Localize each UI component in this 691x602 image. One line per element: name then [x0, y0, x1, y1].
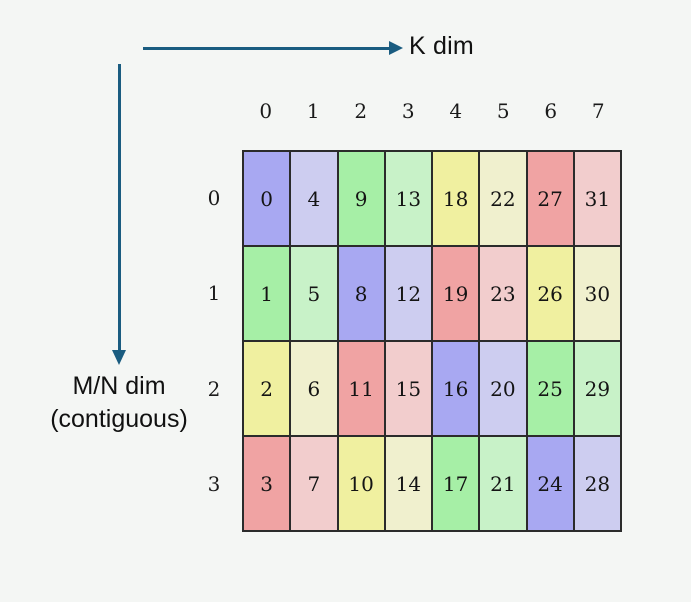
grid-cell: 1 — [244, 247, 292, 340]
column-header-1: 1 — [306, 99, 320, 123]
column-header-5: 5 — [496, 99, 510, 123]
row-header-column: 0 1 2 3 — [196, 150, 232, 532]
grid-cell: 20 — [480, 342, 528, 435]
mn-dim-axis-label-line1: M/N dim — [72, 372, 166, 400]
column-header-3: 3 — [401, 99, 415, 123]
grid-cell: 5 — [291, 247, 339, 340]
grid-cell: 27 — [527, 152, 575, 245]
mn-dim-arrow-head-icon — [112, 350, 126, 365]
grid-cell: 29 — [574, 342, 620, 435]
grid-cell: 6 — [291, 342, 339, 435]
grid-cell: 28 — [574, 437, 620, 530]
grid-cell: 11 — [338, 342, 386, 435]
column-header-4: 4 — [449, 99, 463, 123]
column-header-7: 7 — [591, 99, 605, 123]
grid-cell: 23 — [480, 247, 528, 340]
grid-cell: 26 — [527, 247, 575, 340]
grid-cell: 24 — [527, 437, 575, 530]
grid-cell: 8 — [338, 247, 386, 340]
k-dim-axis-label: K dim — [409, 32, 474, 60]
k-dim-arrow-line — [143, 47, 391, 50]
memory-layout-grid: 0 4 9 13 18 22 27 31 1 5 8 12 19 23 26 3… — [242, 150, 622, 532]
grid-cell: 0 — [244, 152, 292, 245]
grid-cell: 7 — [291, 437, 339, 530]
column-header-0: 0 — [259, 99, 273, 123]
grid-cell: 4 — [291, 152, 339, 245]
column-header-6: 6 — [544, 99, 558, 123]
grid-row: 3 7 10 14 17 21 24 28 — [244, 437, 620, 530]
grid-cell: 14 — [385, 437, 433, 530]
grid-cell: 30 — [574, 247, 620, 340]
row-header-2: 2 — [207, 376, 221, 401]
grid-cell: 13 — [385, 152, 433, 245]
grid-row: 2 6 11 15 16 20 25 29 — [244, 342, 620, 437]
grid-cell: 3 — [244, 437, 292, 530]
grid-cell: 15 — [385, 342, 433, 435]
mn-dim-arrow-line — [118, 64, 121, 352]
grid-cell: 21 — [480, 437, 528, 530]
grid-cell: 12 — [385, 247, 433, 340]
grid-cell: 19 — [433, 247, 481, 340]
row-header-1: 1 — [207, 281, 221, 306]
column-header-2: 2 — [354, 99, 368, 123]
mn-dim-axis-label-line2: (contiguous) — [50, 405, 188, 433]
column-header-row: 0 1 2 3 4 5 6 7 — [242, 96, 622, 126]
grid-cell: 22 — [480, 152, 528, 245]
grid-cell: 18 — [433, 152, 481, 245]
k-dim-arrow-head-icon — [389, 41, 403, 55]
grid-cell: 31 — [574, 152, 620, 245]
grid-cell: 10 — [338, 437, 386, 530]
row-header-0: 0 — [207, 185, 221, 210]
grid-row: 1 5 8 12 19 23 26 30 — [244, 247, 620, 342]
grid-row: 0 4 9 13 18 22 27 31 — [244, 152, 620, 247]
grid-cell: 17 — [433, 437, 481, 530]
row-header-3: 3 — [207, 472, 221, 497]
grid-cell: 16 — [433, 342, 481, 435]
grid-cell: 25 — [527, 342, 575, 435]
grid-cell: 9 — [338, 152, 386, 245]
mn-dim-axis-label: M/N dim (contiguous) — [0, 370, 238, 436]
grid-cell: 2 — [244, 342, 292, 435]
